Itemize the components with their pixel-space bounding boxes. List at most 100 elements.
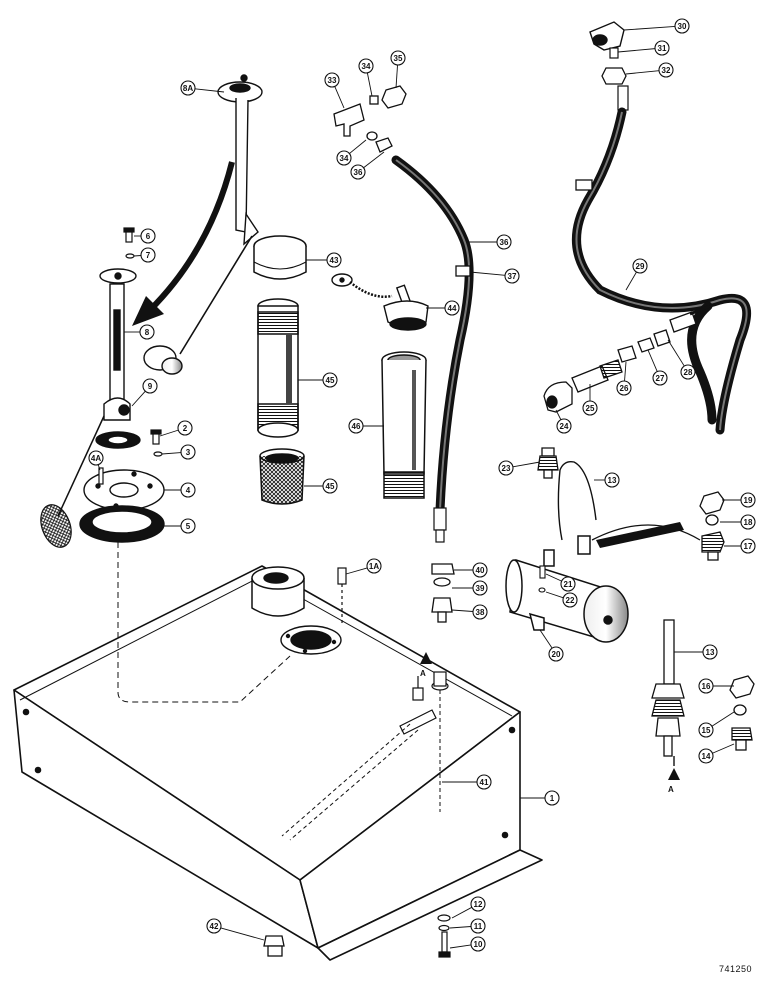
callout-label: 20 [552, 650, 561, 659]
callout-4a: 4A [88, 450, 104, 471]
callout-circle [562, 592, 578, 608]
callout-circle [206, 918, 222, 934]
callout-leader [131, 390, 146, 407]
callout-circle [180, 482, 196, 498]
callout-circle [180, 518, 196, 534]
callout-leader [449, 926, 472, 929]
hose-end-top [617, 85, 629, 111]
callout-13a: 13 [594, 472, 620, 488]
callout-26: 26 [616, 361, 632, 396]
callout-label: 29 [636, 262, 645, 271]
callout-leader [545, 573, 562, 582]
callout-leader [624, 361, 627, 382]
gasket-9 [95, 431, 141, 449]
drain-plug-42 [263, 935, 285, 957]
callout-leader [161, 452, 182, 455]
pickup-tube-hidden [281, 690, 441, 841]
callout-label: 32 [662, 66, 671, 75]
fuel-line-13-lower [651, 619, 685, 757]
fuel-pump-20 [505, 460, 701, 643]
callout-circle [560, 576, 576, 592]
callout-label: 38 [476, 608, 485, 617]
callout-24: 24 [555, 409, 572, 434]
callout-label: 46 [352, 422, 361, 431]
fitting-chain-24-28 [543, 304, 711, 413]
gasket-5 [79, 505, 165, 543]
callout-circle [698, 722, 714, 738]
callout-label: 30 [678, 22, 687, 31]
callout-circle [702, 644, 718, 660]
callout-circle [470, 918, 486, 934]
callout-circle [632, 258, 648, 274]
fitting-33-34-35 [333, 85, 407, 153]
screw-6 [123, 227, 135, 243]
fuel-line-36-highlight [395, 159, 471, 511]
callout-circle [180, 444, 196, 460]
washer-22 [538, 587, 546, 593]
fittings-16-15-14 [729, 675, 755, 751]
callout-34b: 34 [336, 139, 367, 166]
callout-label: 43 [330, 256, 339, 265]
callout-35: 35 [390, 50, 406, 89]
callout-circle [348, 418, 364, 434]
marker-a-line-label: A [668, 785, 674, 794]
callout-label: 11 [474, 922, 483, 931]
elbow-30 [589, 21, 625, 51]
callout-12: 12 [451, 896, 486, 919]
callout-leader [395, 64, 398, 89]
callout-15: 15 [698, 711, 735, 738]
callout-circle [470, 936, 486, 952]
callout-label: 23 [502, 464, 511, 473]
callout-46: 46 [348, 418, 384, 434]
hose-clamp-37 [455, 265, 471, 277]
fuel-line-29-lower [687, 301, 717, 425]
callout-leader [194, 88, 225, 93]
nipple-45-upper [257, 298, 299, 438]
callout-19a: 19 [722, 492, 756, 508]
fuel-line-29-highlight [575, 111, 748, 431]
callout-38: 38 [451, 604, 488, 620]
callout-8a: 8A [180, 80, 225, 96]
callout-label: 21 [564, 580, 573, 589]
callout-circle [472, 562, 488, 578]
callout-11: 11 [449, 918, 486, 934]
callout-label: 26 [620, 384, 629, 393]
tank-outlet-fitting [399, 671, 449, 735]
callout-circle [504, 268, 520, 284]
callout-leader [97, 464, 101, 471]
filler-tube-46 [381, 351, 427, 499]
callout-circle [496, 234, 512, 250]
gauge-opening [280, 625, 342, 655]
bolt-1a [337, 567, 347, 624]
callout-leader [363, 151, 385, 169]
gauge-sender-8a [143, 74, 263, 375]
filler-cap-43 [253, 235, 307, 280]
callout-6: 6 [134, 228, 156, 244]
callout-leader [451, 609, 474, 612]
callout-label: 14 [702, 752, 711, 761]
callout-label: 33 [328, 76, 337, 85]
callout-circle [140, 228, 156, 244]
callout-leader [555, 409, 562, 420]
callout-16: 16 [698, 678, 734, 694]
callout-circle [604, 472, 620, 488]
callout-circle [142, 378, 158, 394]
callout-2: 2 [159, 420, 193, 437]
callout-circle [322, 372, 338, 388]
callout-leader [623, 26, 676, 31]
callout-25: 25 [582, 384, 598, 416]
callout-leader [539, 629, 553, 649]
callout-circle [698, 678, 714, 694]
callout-43: 43 [306, 252, 342, 268]
bolt-10-washers [437, 914, 451, 958]
callout-label: 45 [326, 482, 335, 491]
callout-42: 42 [206, 918, 265, 941]
alignment-line-gauge [117, 542, 291, 703]
callout-label: 8 [145, 328, 150, 337]
callout-circle [140, 247, 156, 263]
callout-label: 9 [148, 382, 153, 391]
callout-leader [711, 711, 735, 727]
callout-37: 37 [469, 268, 520, 284]
callout-circle [476, 774, 492, 790]
